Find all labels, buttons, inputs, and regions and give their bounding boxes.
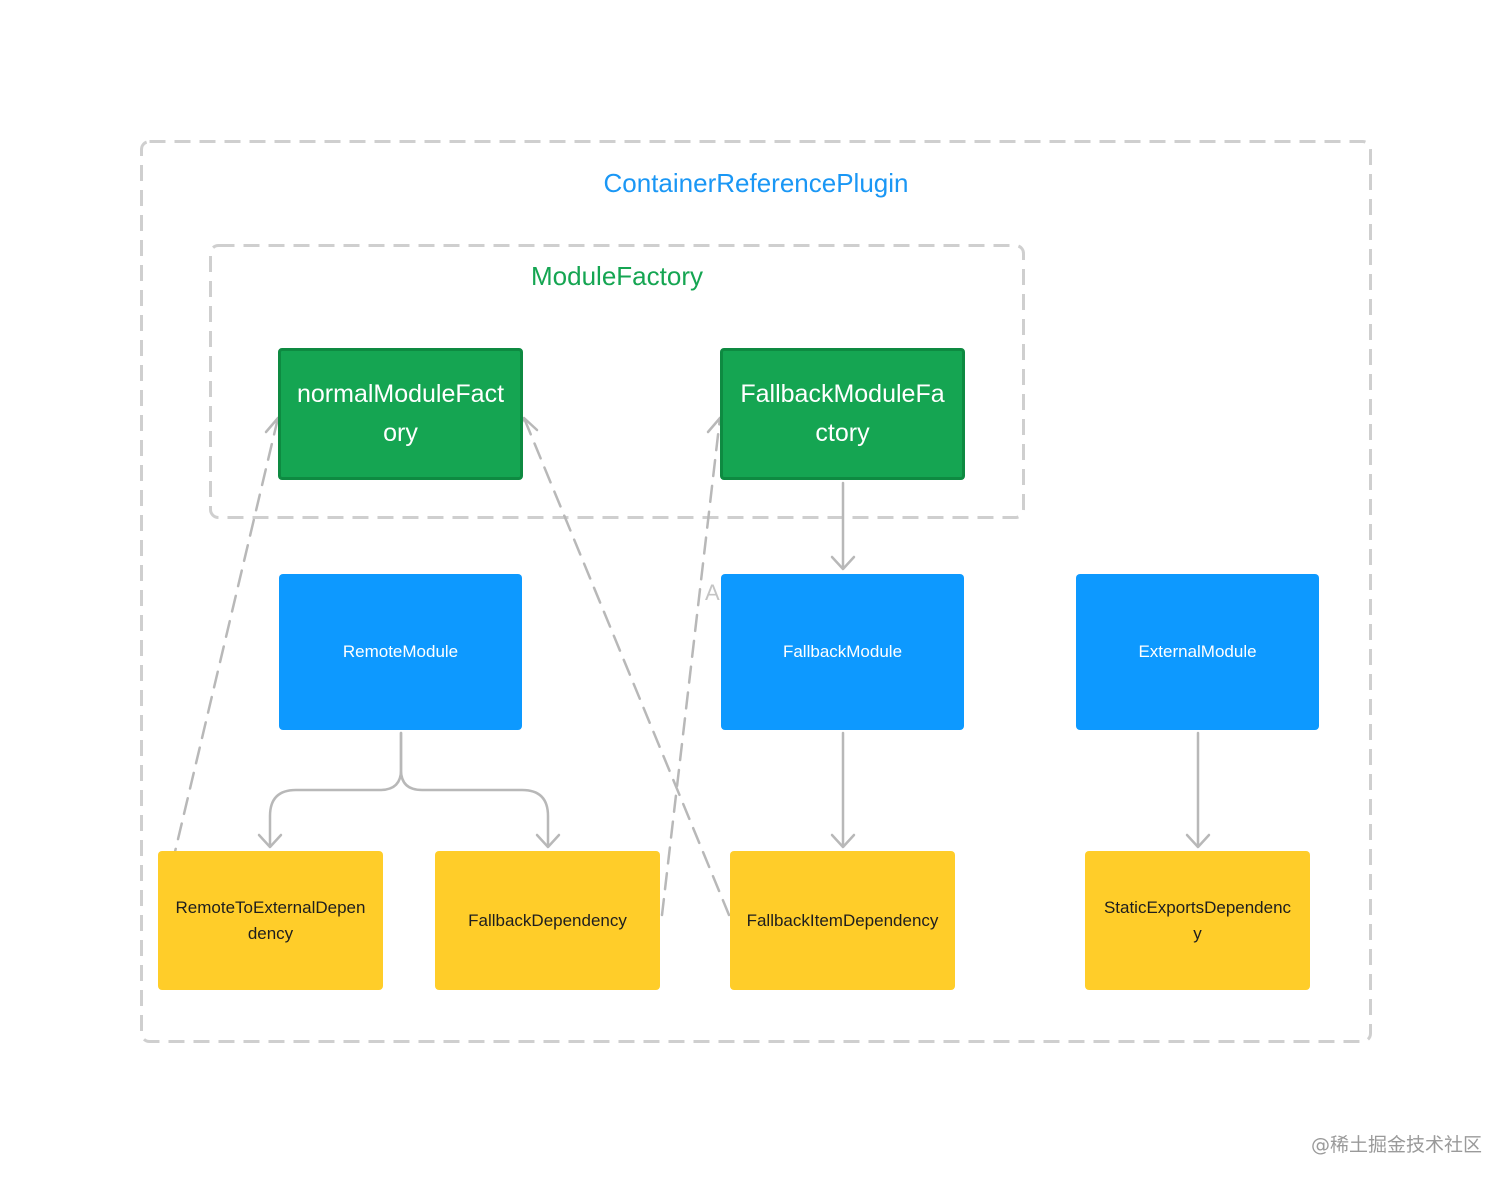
container-reference-plugin-group-border	[140, 140, 1372, 1043]
container-reference-plugin-title: ContainerReferencePlugin	[603, 168, 909, 198]
watermark: @稀土掘金技术社区	[1310, 1134, 1482, 1156]
dashed-edge-fallback-dependency-to-fallback-module-factory	[660, 416, 722, 917]
remote-module-node: RemoteModule	[279, 574, 522, 730]
remote-to-external-dependency-node: RemoteToExternalDependency	[158, 851, 383, 990]
static-exports-dependency-node: StaticExportsDependency	[1085, 851, 1310, 990]
normal-module-factory-label: normalModuleFactory	[296, 380, 505, 447]
edge-remote-module-to-fallback-dependency	[399, 731, 550, 848]
remote-to-external-dependency-label: RemoteToExternalDependency	[175, 897, 366, 943]
external-module-node: ExternalModule	[1076, 574, 1319, 730]
fallback-item-dependency-node: FallbackItemDependency	[730, 851, 955, 990]
dashed-edge-fallback-item-dependency-to-normal-module-factory	[522, 416, 731, 917]
fallback-item-dependency-label: FallbackItemDependency	[746, 910, 939, 930]
edge-remote-module-to-remote-to-external-dependency	[268, 731, 403, 848]
static-exports-dependency-label: StaticExportsDependency	[1103, 897, 1292, 943]
module-factory-title: ModuleFactory	[531, 261, 703, 291]
edge-label: A	[705, 580, 720, 605]
arrowhead-fallback-dependency	[535, 833, 561, 849]
fallback-dependency-node: FallbackDependency	[435, 851, 660, 990]
fallback-module-node: FallbackModule	[721, 574, 964, 730]
module-factory-group-border	[209, 244, 1025, 519]
fallback-module-label: FallbackModule	[782, 642, 903, 661]
arrowhead-fallback-item-dependency	[830, 833, 856, 849]
arrowhead-fallback-module	[830, 555, 856, 571]
fallback-module-factory-node: FallbackModuleFactory	[720, 348, 965, 480]
arrowhead-static-exports-dependency	[1185, 833, 1211, 849]
fallback-module-factory-label: FallbackModuleFactory	[740, 380, 945, 447]
external-module-label: ExternalModule	[1138, 642, 1257, 661]
normal-module-factory-node: normalModuleFactory	[278, 348, 523, 480]
arrowhead-remote-to-external-dependency	[257, 833, 283, 849]
remote-module-label: RemoteModule	[342, 642, 459, 661]
fallback-dependency-label: FallbackDependency	[468, 910, 627, 930]
dashed-edge-remote-to-external-dependency-to-normal-module-factory	[158, 416, 280, 917]
